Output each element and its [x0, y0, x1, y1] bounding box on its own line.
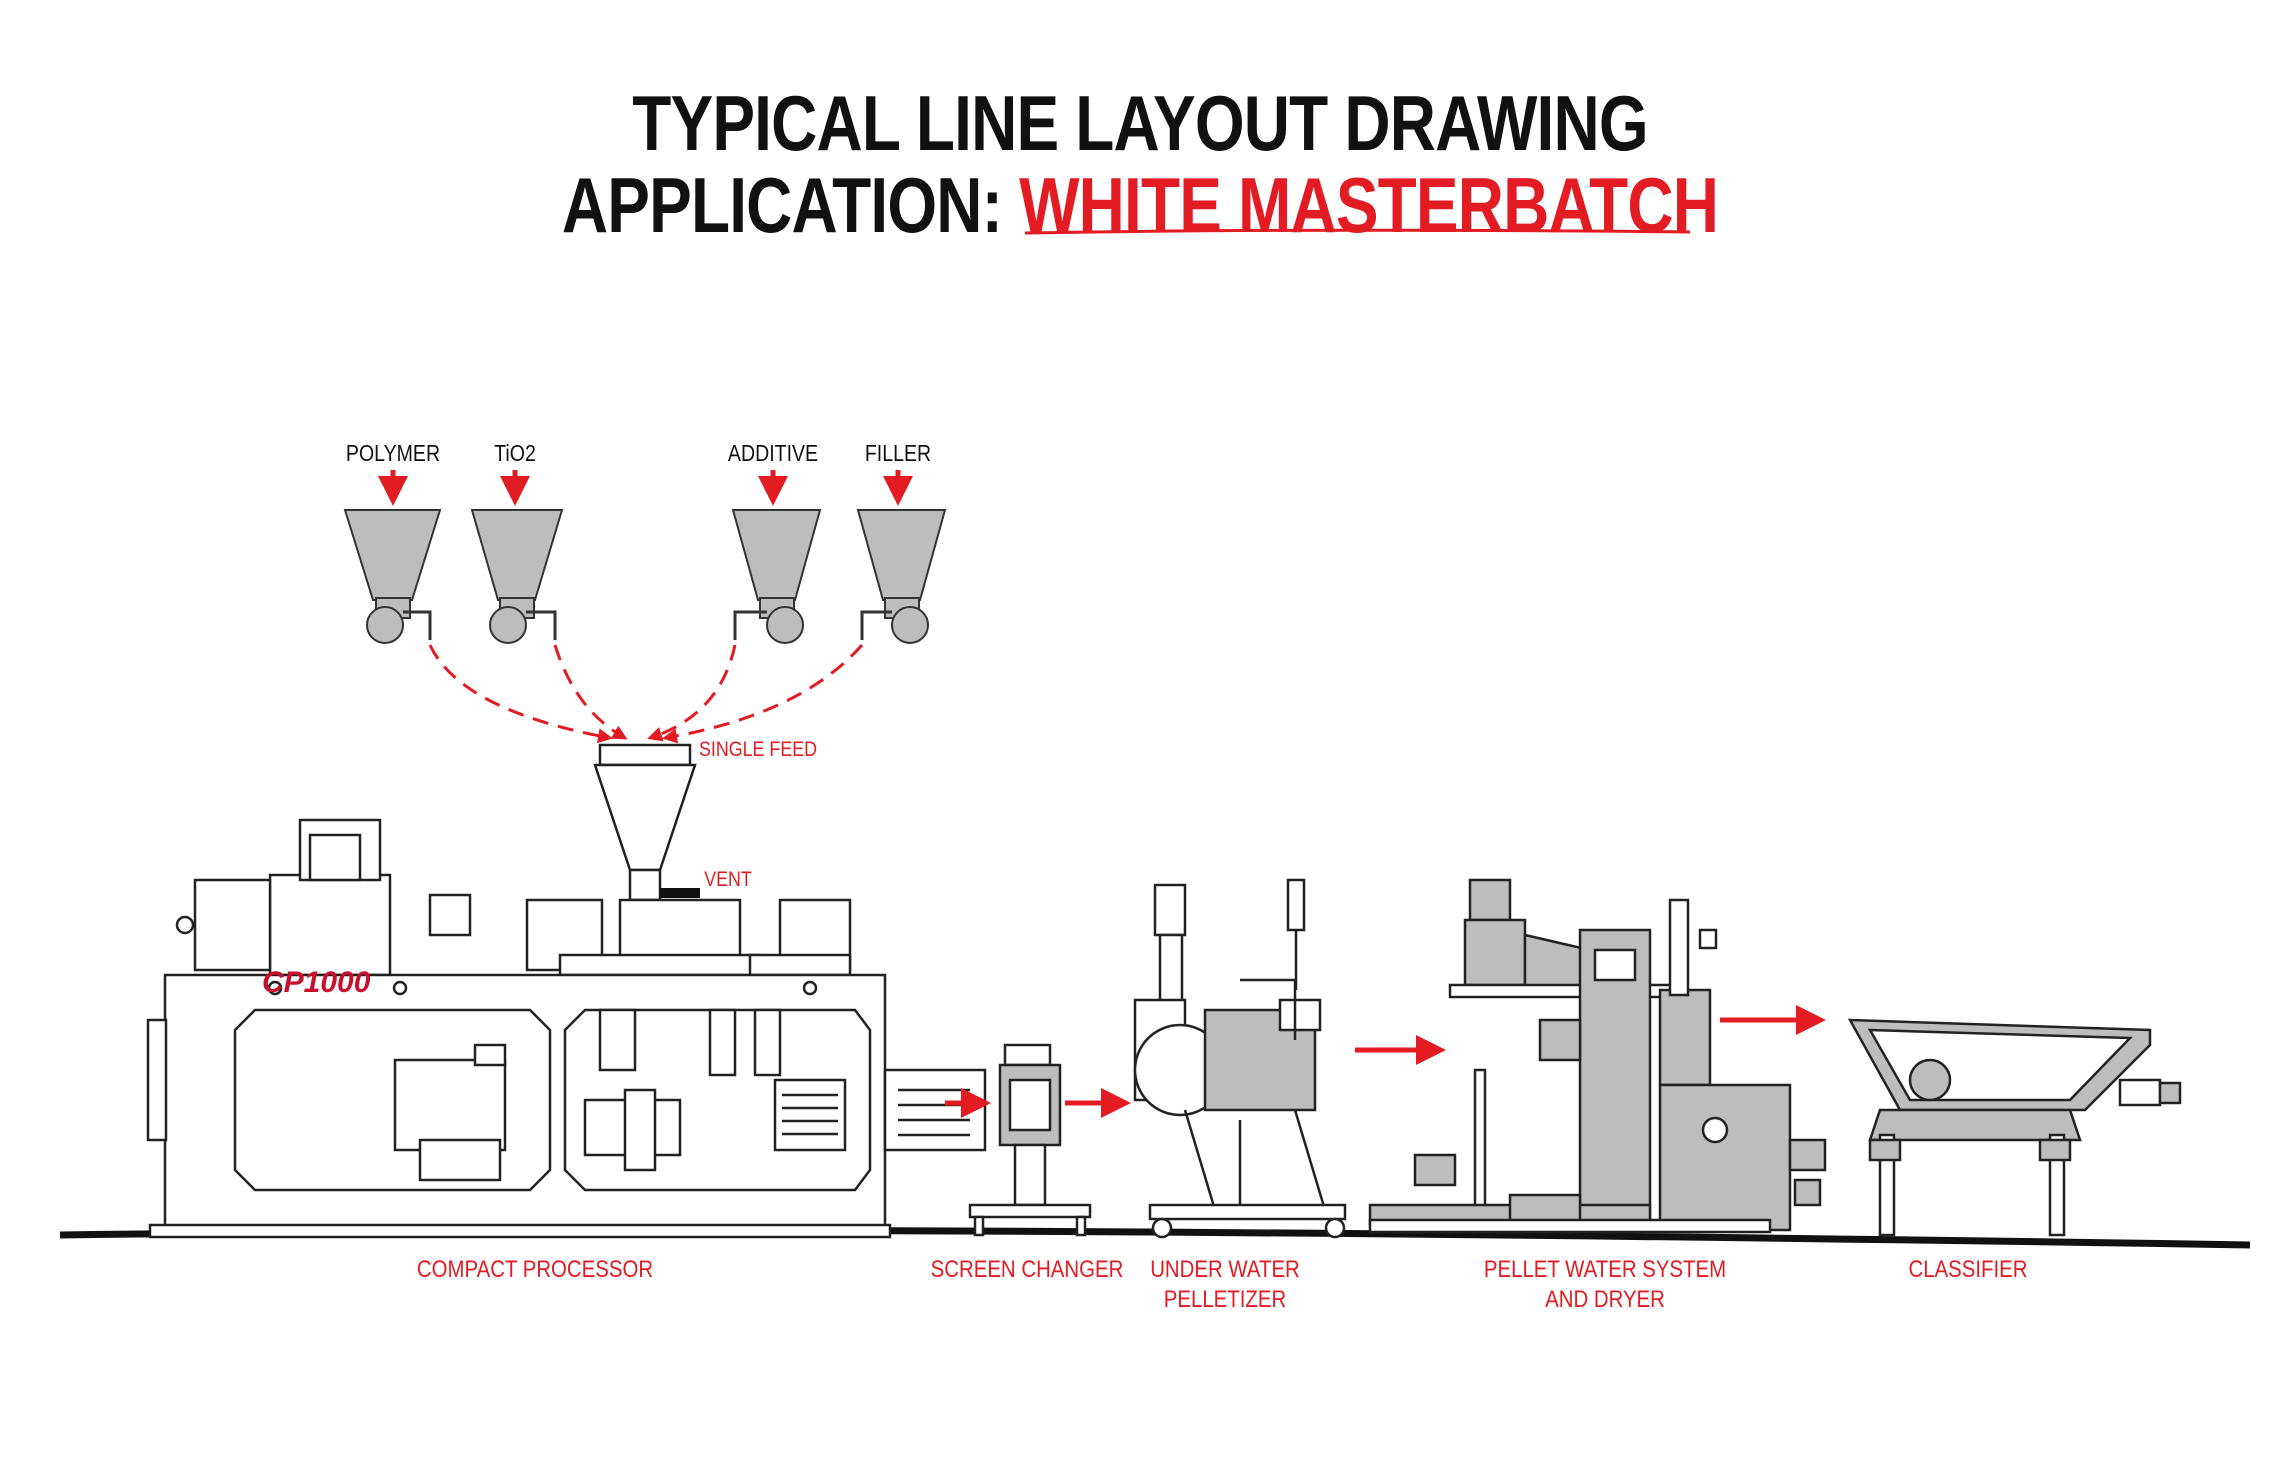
station-label-classifier: CLASSIFIER [1908, 1256, 2028, 1283]
screen-changer [968, 1043, 1092, 1237]
station-label-compact-processor: COMPACT PROCESSOR [416, 1256, 654, 1283]
station-label-screen-changer: SCREEN CHANGER [930, 1256, 1124, 1283]
application-subtitle: APPLICATION: WHITE MASTERBATCH [205, 160, 2075, 251]
single-feed-label: SINGLE FEED [698, 738, 818, 761]
vent-label: VENT [704, 868, 752, 891]
pellet-water-system-and-dryer [1368, 878, 1827, 1234]
page-title: TYPICAL LINE LAYOUT DRAWING [632, 79, 1648, 167]
vent-marker [660, 888, 700, 898]
feeder-filler [856, 470, 947, 644]
feeder-polymer [343, 470, 442, 644]
feed-flow-lines [428, 644, 864, 744]
station-label-pellet-water-system: PELLET WATER SYSTEM AND DRYER [1483, 1256, 1727, 1313]
station-label-under-water-pelletizer: UNDER WATER PELLETIZER [1150, 1256, 1300, 1313]
feed-label-filler: FILLER [864, 440, 932, 466]
feed-label-additive: ADDITIVE [727, 440, 819, 466]
feeder-tio2 [470, 470, 564, 644]
brand-label: CP1000 [262, 966, 371, 999]
compact-processor [146, 743, 987, 1239]
application-prefix: APPLICATION: [561, 161, 1020, 249]
feed-label-tio2: TiO2 [494, 440, 536, 466]
under-water-pelletizer [1133, 878, 1347, 1239]
application-name: WHITE MASTERBATCH [1019, 161, 1719, 249]
title-underline [1024, 228, 1691, 235]
feeder-additive [731, 470, 822, 644]
feed-label-polymer: POLYMER [345, 440, 441, 466]
classifier [1847, 1018, 2182, 1237]
